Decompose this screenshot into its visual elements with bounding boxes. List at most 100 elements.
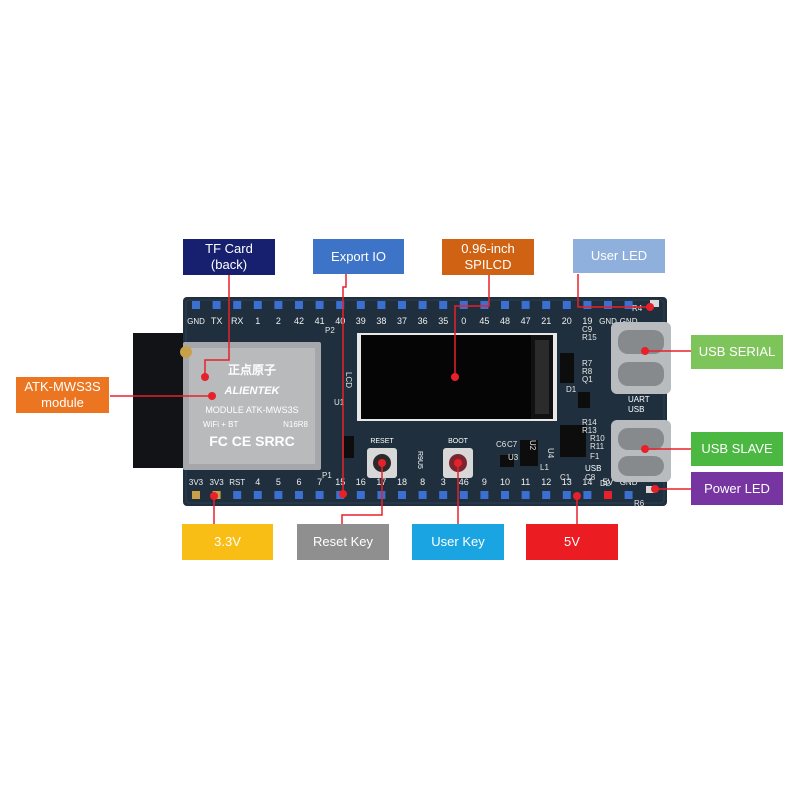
callout-export-io: Export IO	[313, 239, 404, 274]
module-cert: FC CE SRRC	[209, 433, 295, 449]
silk-r11: R11	[590, 442, 605, 451]
silk-p2: P2	[325, 326, 335, 335]
bottom-pin	[542, 491, 551, 499]
top-pin-label: 47	[521, 316, 531, 326]
callout-user-key: User Key	[412, 524, 504, 560]
top-pin	[315, 301, 324, 309]
top-pin-label: GND	[187, 317, 205, 326]
bottom-pin	[583, 491, 592, 499]
callout-reset-key: Reset Key	[297, 524, 389, 560]
bottom-pin	[459, 491, 468, 499]
silk-c6: C6	[496, 440, 507, 449]
silk-c8: C8	[585, 473, 596, 482]
bottom-pin-label: 7	[317, 477, 322, 487]
callout-5v: 5V	[526, 524, 618, 560]
top-pin	[480, 301, 489, 309]
top-pin-label: 45	[479, 316, 489, 326]
top-pin-label: 36	[418, 316, 428, 326]
bottom-pin	[233, 491, 242, 499]
bottom-pin-label: 14	[582, 477, 592, 487]
silk-c7: C7	[507, 440, 518, 449]
bottom-pin-label: 3V3	[209, 478, 224, 487]
bottom-pin	[315, 491, 324, 499]
top-pin	[192, 301, 200, 309]
silk-l1: L1	[540, 463, 549, 472]
top-pin	[295, 301, 303, 309]
bottom-pin	[253, 491, 262, 499]
top-pin	[501, 301, 509, 309]
top-pin	[624, 301, 633, 309]
silk-boot: BOOT	[448, 438, 469, 445]
bottom-pin-label: 16	[356, 477, 366, 487]
top-pin-label: RX	[231, 316, 244, 326]
leader-export-io	[342, 274, 347, 494]
top-pin-header	[192, 301, 633, 309]
bottom-pin	[398, 491, 406, 499]
bottom-pin	[274, 491, 283, 499]
callout-3v3: 3.3V	[182, 524, 273, 560]
silk-r9u5: R9U5	[416, 451, 423, 469]
silk-usb-lower: USB	[585, 464, 601, 473]
bottom-pin-label: 15	[335, 477, 345, 487]
user-led	[650, 300, 659, 307]
top-pin-label: 37	[397, 316, 407, 326]
silk-u3: U3	[508, 453, 519, 462]
silk-p1: P1	[322, 471, 332, 480]
antenna-connector	[180, 346, 192, 358]
top-pin-label: 2	[276, 316, 281, 326]
bottom-pin-label: 3	[441, 477, 446, 487]
bottom-pin-label: 13	[562, 477, 572, 487]
bottom-pin-label: 10	[500, 477, 510, 487]
top-pin	[542, 301, 551, 309]
top-pin	[336, 301, 345, 309]
silk-r10: R10	[590, 434, 605, 443]
module-brand: ALIENTEK	[224, 385, 281, 397]
bottom-pin-label: 5V	[602, 477, 613, 487]
top-pin-label: 35	[438, 316, 448, 326]
bottom-pin	[439, 491, 448, 499]
ic-chip	[560, 353, 574, 383]
silk-r13: R13	[582, 426, 597, 435]
silk-d1: D1	[566, 385, 577, 394]
leader-dots	[201, 303, 659, 500]
antenna-block	[133, 333, 188, 468]
bottom-pin	[624, 491, 633, 499]
top-pin-label: GND	[599, 317, 617, 326]
power-led	[646, 486, 655, 493]
top-pin	[418, 301, 427, 309]
module-code: N16R8	[283, 420, 308, 429]
top-pin-label: 1	[255, 316, 260, 326]
bottom-pin	[480, 491, 489, 499]
silk-usb-upper: USB	[628, 405, 644, 414]
callout-module: ATK-MWS3S module	[16, 377, 109, 413]
lcd-screen	[361, 335, 531, 419]
silk-r7: R7	[582, 359, 593, 368]
top-pin-label: 39	[356, 316, 366, 326]
top-pin	[583, 301, 592, 309]
top-pin-label: 38	[376, 316, 386, 326]
callout-power-led: Power LED	[691, 472, 783, 505]
top-pin	[521, 301, 530, 309]
bottom-pin-label: GND	[620, 478, 638, 487]
leader-tf-card	[204, 274, 230, 377]
bottom-pin-label: 18	[397, 477, 407, 487]
bottom-pin-label: 12	[541, 477, 551, 487]
silk-c1: C1	[560, 473, 571, 482]
top-pin	[398, 301, 406, 309]
silk-c9: C9	[582, 325, 593, 334]
silk-r14: R14	[582, 418, 597, 427]
silk-uart: UART	[628, 395, 650, 404]
top-pin-label: 21	[541, 316, 551, 326]
top-pin-label: 48	[500, 316, 510, 326]
leader-user-led	[577, 274, 650, 308]
usb-ic	[560, 425, 586, 457]
top-pin-label: 20	[562, 316, 572, 326]
top-pin	[233, 301, 242, 309]
callout-tf-card: TF Card (back)	[183, 239, 275, 275]
module-sub: WiFi + BT	[203, 420, 238, 429]
top-pin-label: 42	[294, 316, 304, 326]
bottom-pin	[521, 491, 530, 499]
